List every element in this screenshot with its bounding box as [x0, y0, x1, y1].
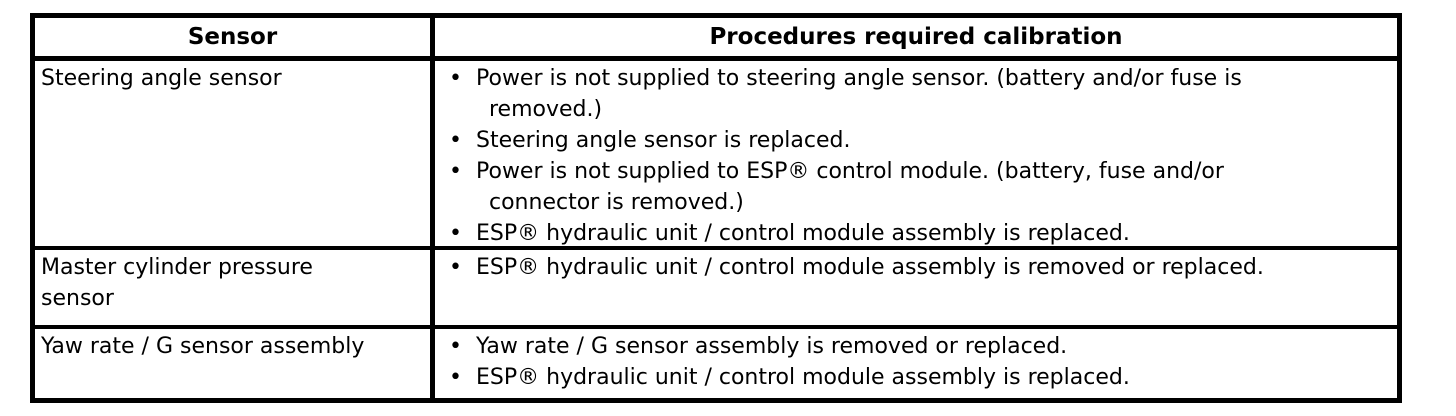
procedure-text-continued: removed.) [489, 97, 603, 122]
procedure-text: ESP® hydraulic unit / control module ass… [476, 221, 1130, 246]
procedure-item: • Power is not supplied to ESP® control m… [435, 156, 1397, 187]
procedure-text: Steering angle sensor is replaced. [476, 128, 851, 153]
procedure-text-continued: connector is removed.) [489, 190, 744, 215]
column-header-sensor: Sensor [35, 18, 435, 56]
sensor-name: Master cylinder pressure [41, 255, 313, 280]
bullet-icon: • [449, 334, 462, 359]
sensor-name: Steering angle sensor [41, 66, 282, 91]
procedure-text: Yaw rate / G sensor assembly is removed … [476, 334, 1068, 359]
procedures-cell: • Yaw rate / G sensor assembly is removed… [435, 329, 1397, 398]
bullet-icon: • [449, 221, 462, 246]
sensor-cell: Yaw rate / G sensor assembly [35, 329, 435, 398]
procedure-item: • Power is not supplied to steering angle… [435, 63, 1397, 94]
bullet-icon: • [449, 255, 462, 280]
bullet-icon: • [449, 159, 462, 184]
procedures-cell: • Power is not supplied to steering angle… [435, 61, 1397, 246]
calibration-table: Sensor Procedures required calibration S… [30, 13, 1402, 403]
bullet-icon: • [449, 365, 462, 390]
bullet-icon: • [449, 66, 462, 91]
procedure-text: ESP® hydraulic unit / control module ass… [476, 365, 1130, 390]
table-row: Master cylinder pressure sensor • ESP® hy… [35, 250, 1397, 329]
sensor-cell: Master cylinder pressure sensor [35, 250, 435, 325]
table-header-row: Sensor Procedures required calibration [35, 18, 1397, 61]
procedure-item: • ESP® hydraulic unit / control module as… [435, 362, 1397, 393]
procedure-text: Power is not supplied to steering angle … [476, 66, 1242, 91]
procedure-item: • ESP® hydraulic unit / control module as… [435, 252, 1397, 283]
sensor-cell: Steering angle sensor [35, 61, 435, 246]
table-row: Yaw rate / G sensor assembly • Yaw rate /… [35, 329, 1397, 398]
procedure-item: • Yaw rate / G sensor assembly is removed… [435, 331, 1397, 362]
sensor-name: Yaw rate / G sensor assembly [41, 334, 365, 359]
procedure-text: Power is not supplied to ESP® control mo… [476, 159, 1224, 184]
bullet-icon: • [449, 128, 462, 153]
procedures-cell: • ESP® hydraulic unit / control module as… [435, 250, 1397, 325]
procedure-item: • Steering angle sensor is replaced. [435, 125, 1397, 156]
table-row: Steering angle sensor • Power is not supp… [35, 61, 1397, 250]
column-header-procedures: Procedures required calibration [709, 24, 1123, 50]
procedure-item: • ESP® hydraulic unit / control module as… [435, 218, 1397, 249]
sensor-name-continued: sensor [41, 286, 114, 311]
procedure-text: ESP® hydraulic unit / control module ass… [476, 255, 1264, 280]
